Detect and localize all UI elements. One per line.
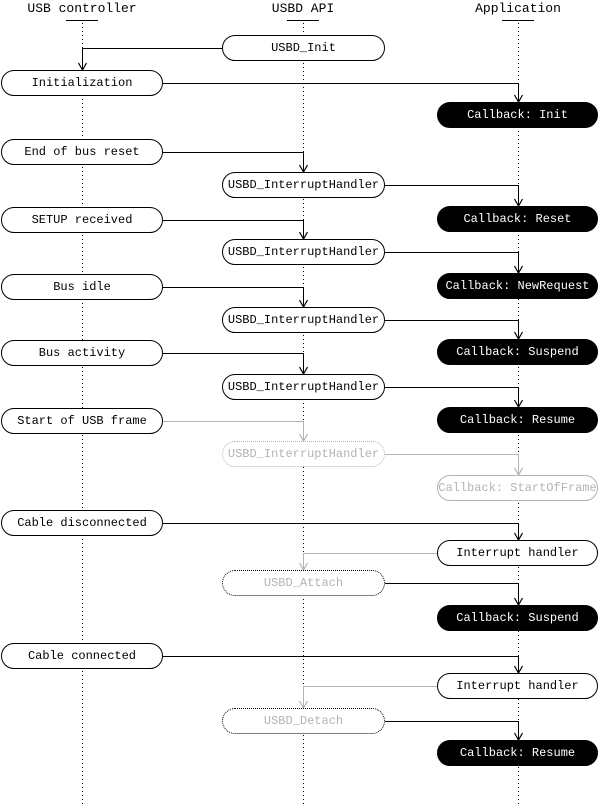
connector-api-interrupt-handler-3-to-callback-suspend-1 — [385, 320, 519, 339]
column-underline-application — [502, 20, 534, 21]
node-event-end-of-bus-reset: End of bus reset — [1, 139, 163, 165]
connector-event-setup-received-to-api-interrupt-handler-2 — [163, 220, 304, 239]
node-event-bus-activity: Bus activity — [1, 340, 163, 366]
connector-event-end-of-bus-reset-to-api-interrupt-handler-1 — [163, 152, 304, 172]
connector-api-usbd-init-to-event-initialization — [82, 48, 222, 70]
node-api-interrupt-handler-4: USBD_InterruptHandler — [222, 374, 385, 400]
node-interrupt-handler-2: Interrupt handler — [437, 673, 598, 699]
node-event-setup-received: SETUP received — [1, 207, 163, 233]
column-header-application: Application — [475, 1, 561, 16]
node-event-start-of-usb-frame: Start of USB frame — [1, 408, 163, 434]
node-callback-newrequest: Callback: NewRequest — [437, 273, 598, 299]
node-callback-suspend-1: Callback: Suspend — [437, 339, 598, 365]
node-callback-init: Callback: Init — [437, 102, 598, 128]
node-api-interrupt-handler-2: USBD_InterruptHandler — [222, 239, 385, 265]
node-api-usbd-init: USBD_Init — [222, 35, 385, 61]
column-underline-usbd-api — [287, 20, 319, 21]
node-callback-suspend-2: Callback: Suspend — [437, 605, 598, 631]
node-api-interrupt-handler-5: USBD_InterruptHandler — [222, 441, 385, 467]
connector-interrupt-handler-2-to-api-usbd-detach — [303, 686, 437, 708]
connector-api-usbd-attach-to-callback-suspend-2 — [385, 583, 519, 605]
node-event-cable-disconnected: Cable disconnected — [1, 510, 163, 536]
connector-event-cable-connected-to-interrupt-handler-2 — [163, 656, 519, 673]
node-callback-resume-2: Callback: Resume — [437, 740, 598, 766]
node-api-interrupt-handler-1: USBD_InterruptHandler — [222, 172, 385, 198]
column-underline-usb-controller — [66, 20, 98, 21]
connector-api-interrupt-handler-5-to-callback-startofframe — [385, 454, 519, 475]
connector-api-interrupt-handler-1-to-callback-reset — [385, 185, 519, 206]
node-api-usbd-detach: USBD_Detach — [222, 708, 385, 734]
connector-event-cable-disconnected-to-interrupt-handler-1 — [163, 523, 519, 540]
connector-event-start-of-usb-frame-to-api-interrupt-handler-5 — [163, 421, 304, 441]
connector-event-initialization-to-callback-init — [163, 83, 519, 102]
node-api-interrupt-handler-3: USBD_InterruptHandler — [222, 307, 385, 333]
connector-interrupt-handler-1-to-api-usbd-attach — [303, 553, 437, 570]
connector-event-bus-activity-to-api-interrupt-handler-4 — [163, 353, 304, 374]
node-callback-resume-1: Callback: Resume — [437, 407, 598, 433]
node-callback-reset: Callback: Reset — [437, 206, 598, 232]
connector-api-interrupt-handler-2-to-callback-newrequest — [385, 252, 519, 273]
column-header-usb-controller: USB controller — [27, 1, 137, 16]
node-event-bus-idle: Bus idle — [1, 274, 163, 300]
column-header-usbd-api: USBD API — [271, 1, 335, 16]
connector-event-bus-idle-to-api-interrupt-handler-3 — [163, 287, 304, 307]
connector-api-interrupt-handler-4-to-callback-resume-1 — [385, 387, 519, 407]
node-event-initialization: Initialization — [1, 70, 163, 96]
node-callback-startofframe: Callback: StartOfFrame — [437, 475, 598, 501]
node-event-cable-connected: Cable connected — [1, 643, 163, 669]
connector-api-usbd-detach-to-callback-resume-2 — [385, 721, 519, 740]
node-interrupt-handler-1: Interrupt handler — [437, 540, 598, 566]
node-api-usbd-attach: USBD_Attach — [222, 570, 385, 596]
